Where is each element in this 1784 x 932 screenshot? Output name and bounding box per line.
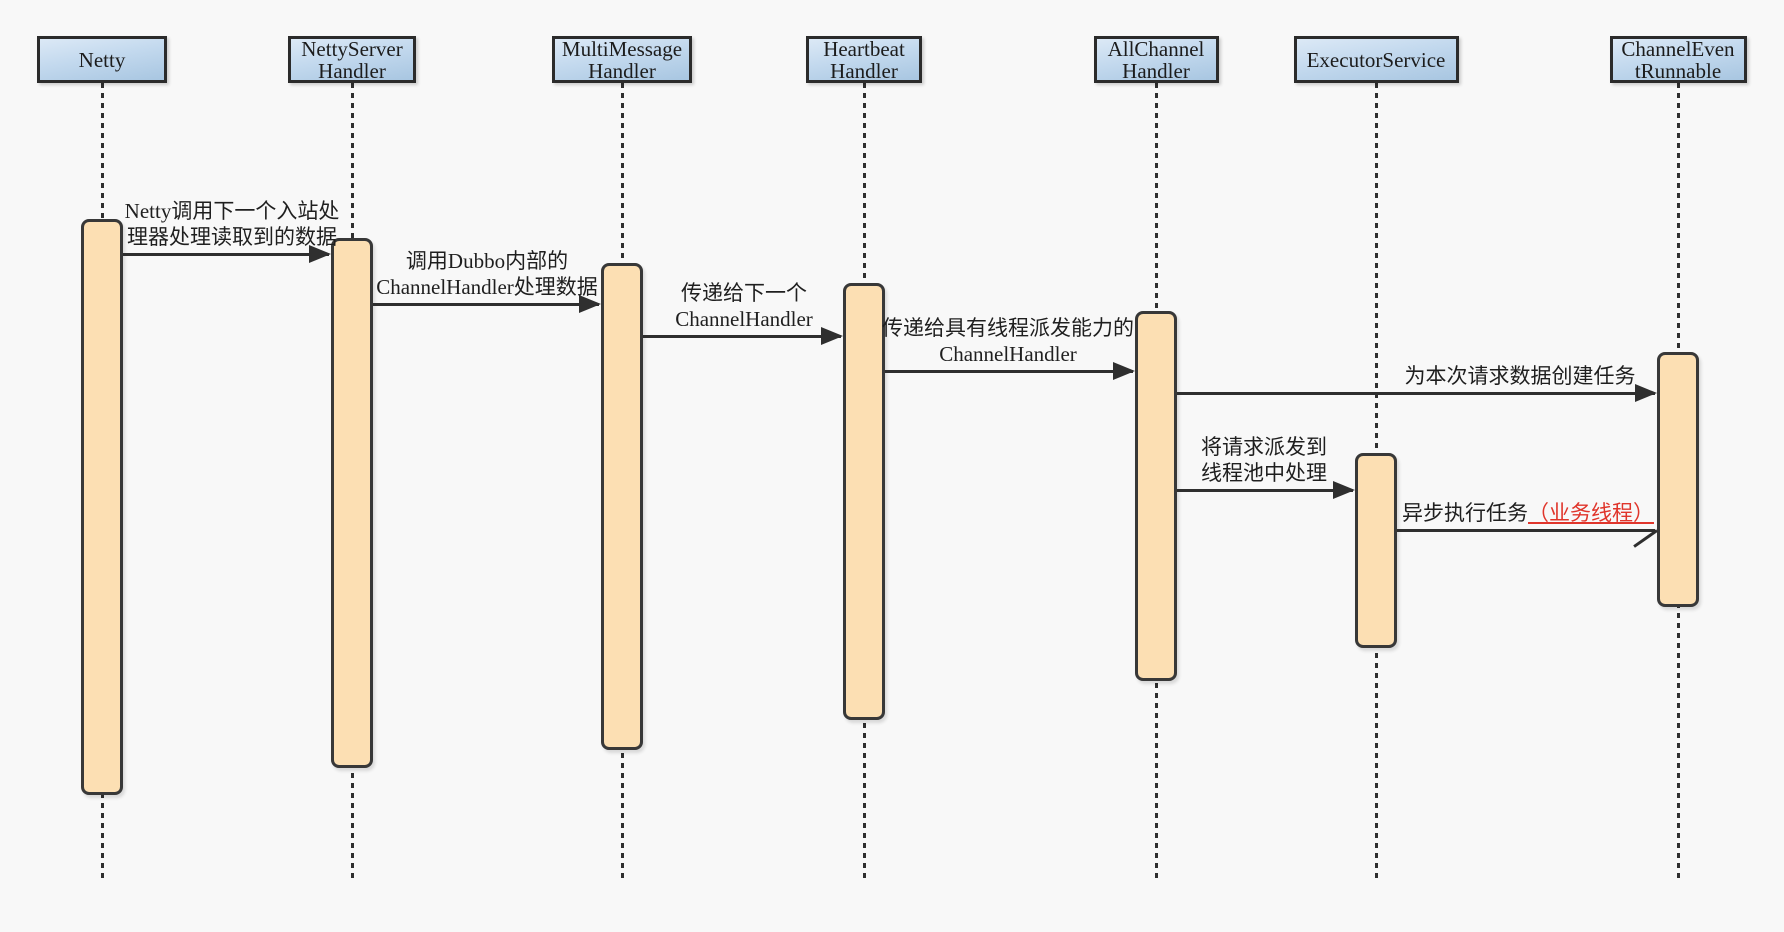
activation-heartbeat-handler <box>843 283 885 720</box>
participant-label-all-channel-handler: Handler <box>1122 58 1190 83</box>
activation-executor-service <box>1355 453 1397 648</box>
message-label-msg-5: 为本次请求数据创建任务 <box>1200 363 1784 389</box>
arrowhead-msg-3 <box>821 327 843 345</box>
message-label-line-msg-4: ChannelHandler <box>688 341 1328 367</box>
message-text: 线程池中处理 <box>1201 461 1327 485</box>
message-label-line-msg-5: 为本次请求数据创建任务 <box>1200 363 1784 389</box>
arrowhead-msg-4 <box>1113 362 1135 380</box>
participant-label-multi-message-handler: Handler <box>588 58 656 83</box>
message-label-line-msg-6: 线程池中处理 <box>944 460 1584 486</box>
participant-label-all-channel-handler: AllChannel <box>1107 36 1205 61</box>
message-text: 理器处理读取到的数据 <box>127 225 337 249</box>
participant-label-netty-server-handler: Handler <box>318 58 386 83</box>
participant-label-heartbeat-handler: Handler <box>830 58 898 83</box>
arrowhead-msg-5 <box>1635 384 1657 402</box>
participant-label-netty: Netty <box>78 47 126 72</box>
message-label-line-msg-3: 传递给下一个 <box>424 280 1064 306</box>
arrowhead-msg-2 <box>579 295 601 313</box>
message-label-msg-6: 将请求派发到线程池中处理 <box>944 434 1584 486</box>
activation-netty <box>81 219 123 795</box>
message-line-msg-6 <box>1177 489 1353 492</box>
participant-label-netty-server-handler: NettyServer <box>301 36 403 61</box>
message-label-line-msg-2: ChannelHandler处理数据 <box>167 274 807 300</box>
message-line-msg-2 <box>373 303 599 306</box>
message-text: ChannelHandler <box>939 342 1077 366</box>
message-line-msg-4 <box>885 370 1133 373</box>
message-line-msg-5 <box>1177 392 1655 395</box>
activation-all-channel-handler <box>1135 311 1177 681</box>
message-text: ChannelHandler处理数据 <box>376 275 598 299</box>
message-text: 传递给下一个 <box>681 281 807 305</box>
participant-label-multi-message-handler: MultiMessage <box>561 36 683 61</box>
message-line-msg-1 <box>123 253 329 256</box>
participant-box-executor-service: ExecutorService <box>1293 36 1459 83</box>
message-text: 异步执行任务 <box>1402 501 1528 525</box>
message-text: 为本次请求数据创建任务 <box>1404 364 1636 388</box>
message-label-line-msg-7: 异步执行任务（业务线程） <box>1208 500 1784 526</box>
message-text: 传递给具有线程派发能力的 <box>882 316 1134 340</box>
arrowhead-msg-1 <box>309 245 331 263</box>
message-label-line-msg-4: 传递给具有线程派发能力的 <box>688 315 1328 341</box>
message-text: 调用Dubbo内部的 <box>405 249 569 273</box>
arrowhead-msg-7 <box>1633 529 1658 548</box>
activation-multi-message-handler <box>601 263 643 750</box>
message-line-msg-7 <box>1397 529 1655 532</box>
participant-label-channel-event-runnable: ChannelEven <box>1621 36 1735 61</box>
message-text: 将请求派发到 <box>1201 435 1327 459</box>
message-label-line-msg-1: 理器处理读取到的数据 <box>0 224 552 250</box>
participant-label-executor-service: ExecutorService <box>1306 47 1446 72</box>
message-line-msg-3 <box>643 335 841 338</box>
activation-netty-server-handler <box>331 238 373 768</box>
activation-channel-event-runnable <box>1657 352 1699 607</box>
message-text-highlight: （业务线程） <box>1528 501 1654 525</box>
participant-label-channel-event-runnable: tRunnable <box>1634 58 1722 83</box>
message-label-line-msg-3: ChannelHandler <box>424 306 1064 332</box>
message-text: ChannelHandler <box>675 307 813 331</box>
participant-box-netty: Netty <box>37 36 167 83</box>
message-label-line-msg-1: Netty调用下一个入站处 <box>0 198 552 224</box>
message-label-msg-1: Netty调用下一个入站处理器处理读取到的数据 <box>0 198 552 250</box>
message-text: Netty调用下一个入站处 <box>124 199 340 223</box>
message-label-line-msg-2: 调用Dubbo内部的 <box>167 248 807 274</box>
message-label-line-msg-6: 将请求派发到 <box>944 434 1584 460</box>
message-label-msg-7: 异步执行任务（业务线程） <box>1208 500 1784 526</box>
arrowhead-msg-6 <box>1333 481 1355 499</box>
participant-label-heartbeat-handler: Heartbeat <box>823 36 905 61</box>
